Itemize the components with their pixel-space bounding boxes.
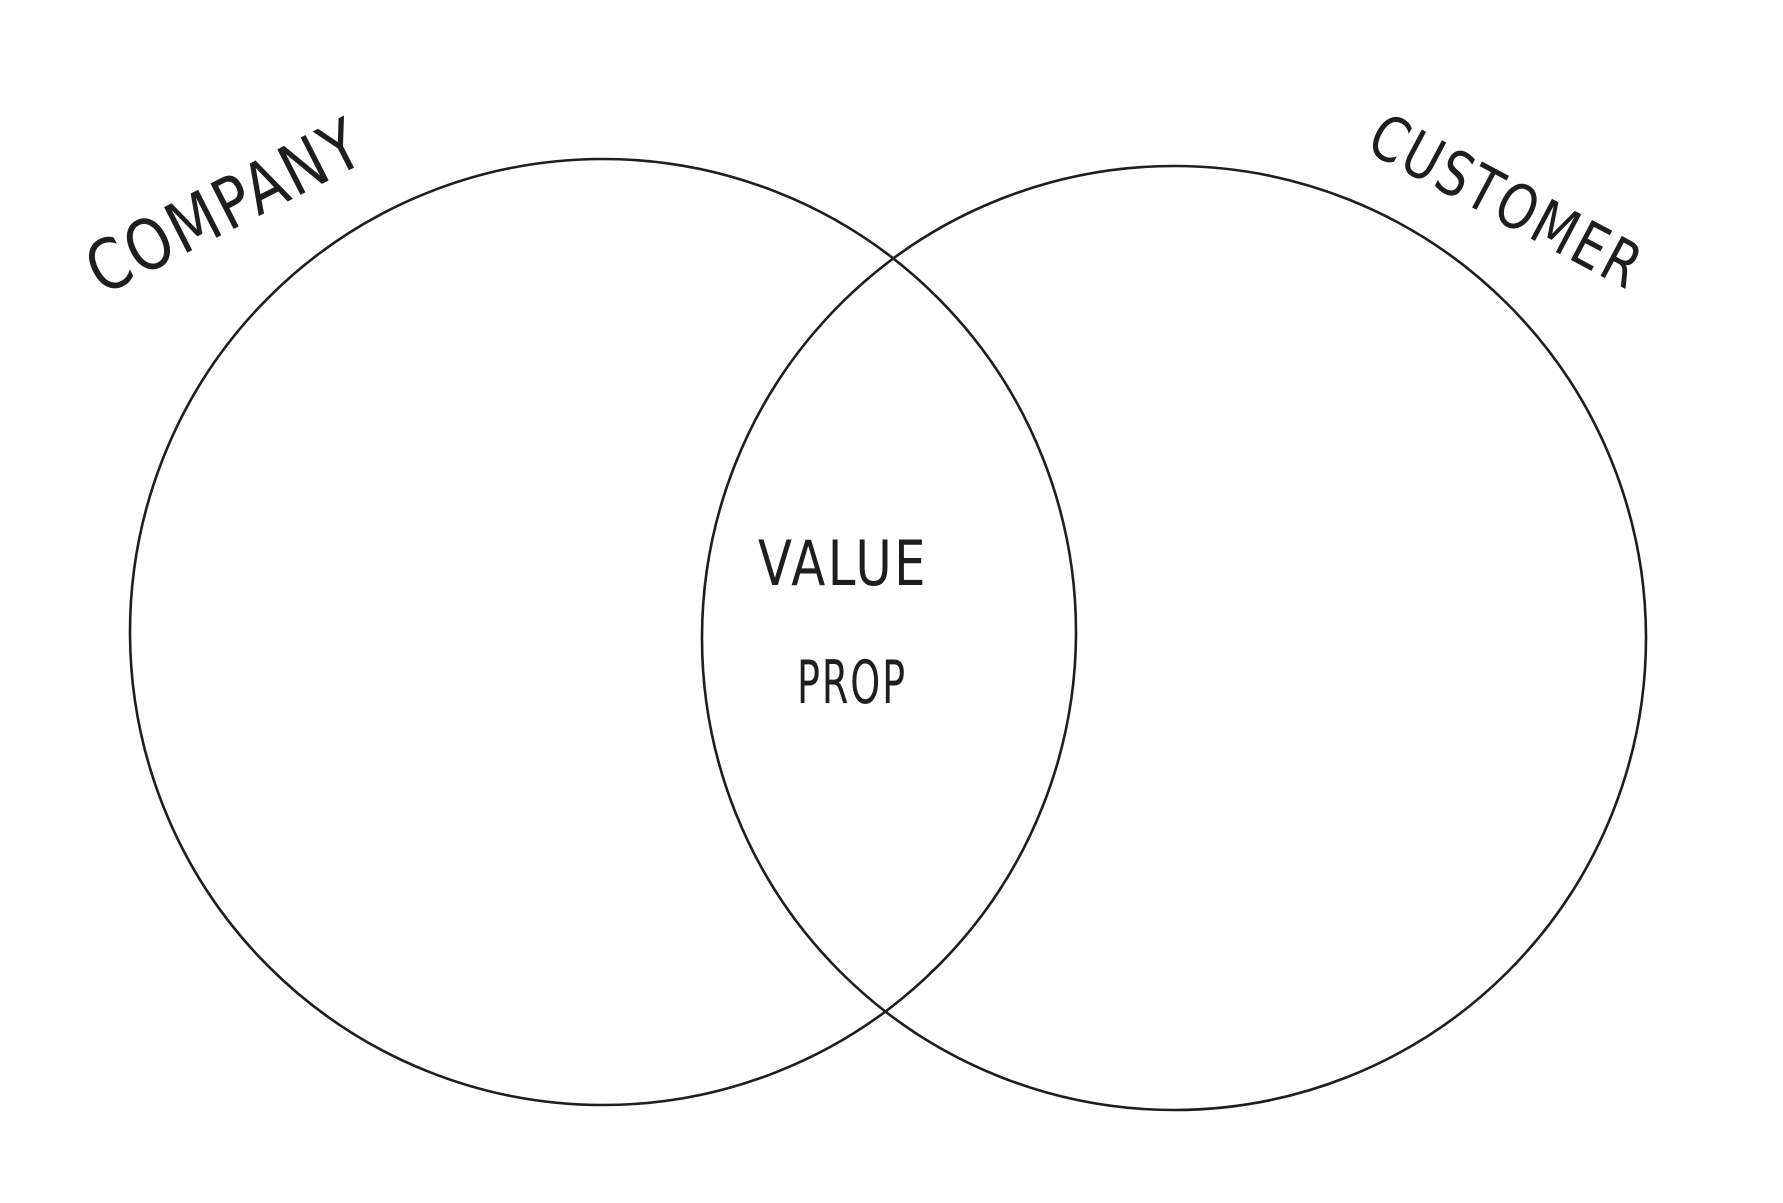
intersection-label-line2: PROP [797, 648, 907, 718]
customer-circle [700, 164, 1648, 1112]
intersection-label-line1: VALUE [758, 527, 928, 600]
company-circle [128, 157, 1078, 1107]
